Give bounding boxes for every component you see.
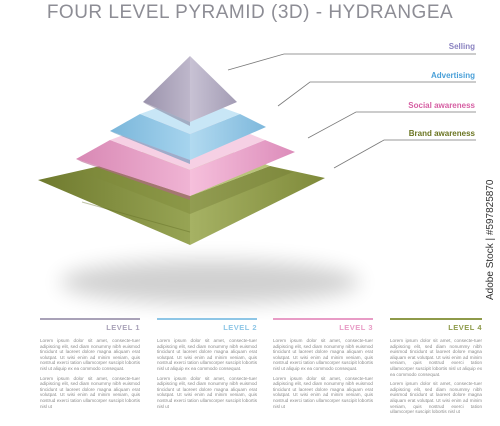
level-1-text-2: Lorem ipsum dolor sit amet, consecte-tue…	[40, 375, 140, 409]
level-3-text-1: Lorem ipsum dolor sit amet, consecte-tue…	[273, 338, 373, 371]
level-2-column: LEVEL 2 Lorem ipsum dolor sit amet, cons…	[157, 318, 257, 409]
stock-watermark: Adobe Stock | #597825870	[485, 179, 496, 300]
level-3-bar	[273, 318, 373, 320]
connector-social	[307, 111, 476, 139]
label-selling: Selling	[448, 42, 475, 51]
connector-lines	[227, 53, 476, 169]
page-title: FOUR LEVEL PYRAMID (3D) - HYDRANGEA	[46, 2, 454, 23]
connector-selling	[227, 53, 476, 71]
level-2-bar	[157, 318, 257, 320]
level-2-text-2: Lorem ipsum dolor sit amet, consecte-tue…	[157, 375, 257, 409]
level-1-text-1: Lorem ipsum dolor sit amet, consecte-tue…	[40, 338, 140, 371]
level-4-bar	[390, 318, 482, 320]
tier-selling	[143, 56, 237, 126]
level-4-column: LEVEL 4 Lorem ipsum dolor sit amet, cons…	[390, 318, 482, 415]
pyramid-diagram	[38, 53, 476, 304]
level-3-text-2: Lorem ipsum dolor sit amet, consecte-tue…	[273, 375, 373, 409]
connector-advertising	[277, 81, 476, 107]
level-2-heading: LEVEL 2	[223, 323, 257, 332]
level-4-text-2: Lorem ipsum dolor sit amet, consecte-tue…	[390, 381, 482, 415]
connector-brand	[333, 139, 476, 169]
level-2-text-1: Lorem ipsum dolor sit amet, consecte-tue…	[157, 338, 257, 371]
level-3-column: LEVEL 3 Lorem ipsum dolor sit amet, cons…	[273, 318, 373, 409]
level-1-bar	[40, 318, 140, 320]
level-4-text-1: Lorem ipsum dolor sit amet, consecte-tue…	[390, 338, 482, 377]
level-1-heading: LEVEL 1	[106, 323, 140, 332]
level-3-heading: LEVEL 3	[339, 323, 373, 332]
label-social-awareness: Social awareness	[408, 101, 475, 110]
label-advertising: Advertising	[430, 71, 475, 80]
label-brand-awareness: Brand awareness	[408, 129, 475, 138]
level-1-column: LEVEL 1 Lorem ipsum dolor sit amet, cons…	[40, 318, 140, 409]
pyramid-shadow	[60, 260, 360, 304]
level-4-heading: LEVEL 4	[448, 323, 482, 332]
